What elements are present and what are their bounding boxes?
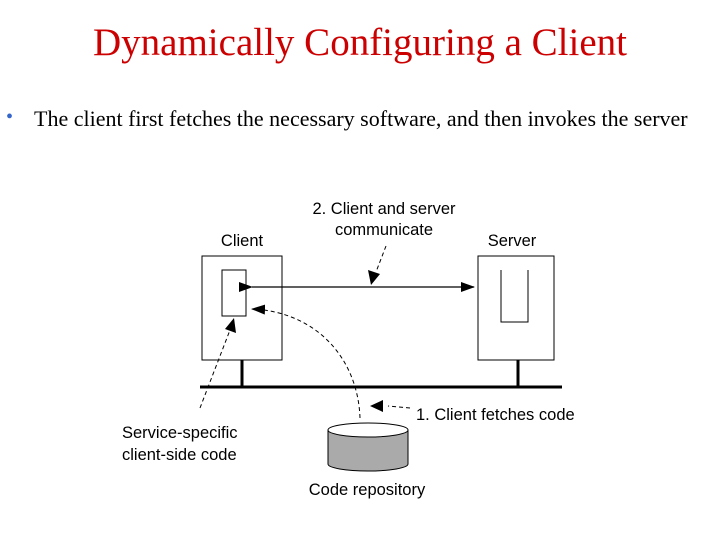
code-callout-head [225, 318, 236, 333]
slide-title: Dynamically Configuring a Client [93, 21, 627, 64]
step1-label: 1. Client fetches code [416, 406, 575, 424]
client-code-slot [221, 269, 247, 317]
repository-label: Code repository [309, 481, 426, 499]
fetch-callout-line [387, 405, 411, 409]
bullet-text: The client first fetches the necessary s… [34, 106, 688, 131]
bullet-dot-icon: • [6, 106, 14, 128]
bullet-item: • The client first fetches the necessary… [6, 106, 706, 132]
communicate-callout-line [375, 245, 387, 273]
client-label: Client [221, 232, 264, 250]
fetch-code-arrow [251, 304, 361, 419]
server-code-slot [500, 270, 529, 323]
client-code-label-line1: Service-specific [122, 424, 238, 442]
step2-label-line2: communicate [335, 221, 433, 239]
communicate-callout-head [368, 270, 380, 285]
server-label: Server [488, 232, 537, 250]
server-machine-box [477, 255, 555, 361]
step2-label-line1: 2. Client and server [312, 200, 456, 218]
client-code-label-line2: client-side code [122, 446, 237, 464]
code-repository-cylinder [327, 422, 409, 472]
fetch-callout-head [370, 400, 383, 412]
